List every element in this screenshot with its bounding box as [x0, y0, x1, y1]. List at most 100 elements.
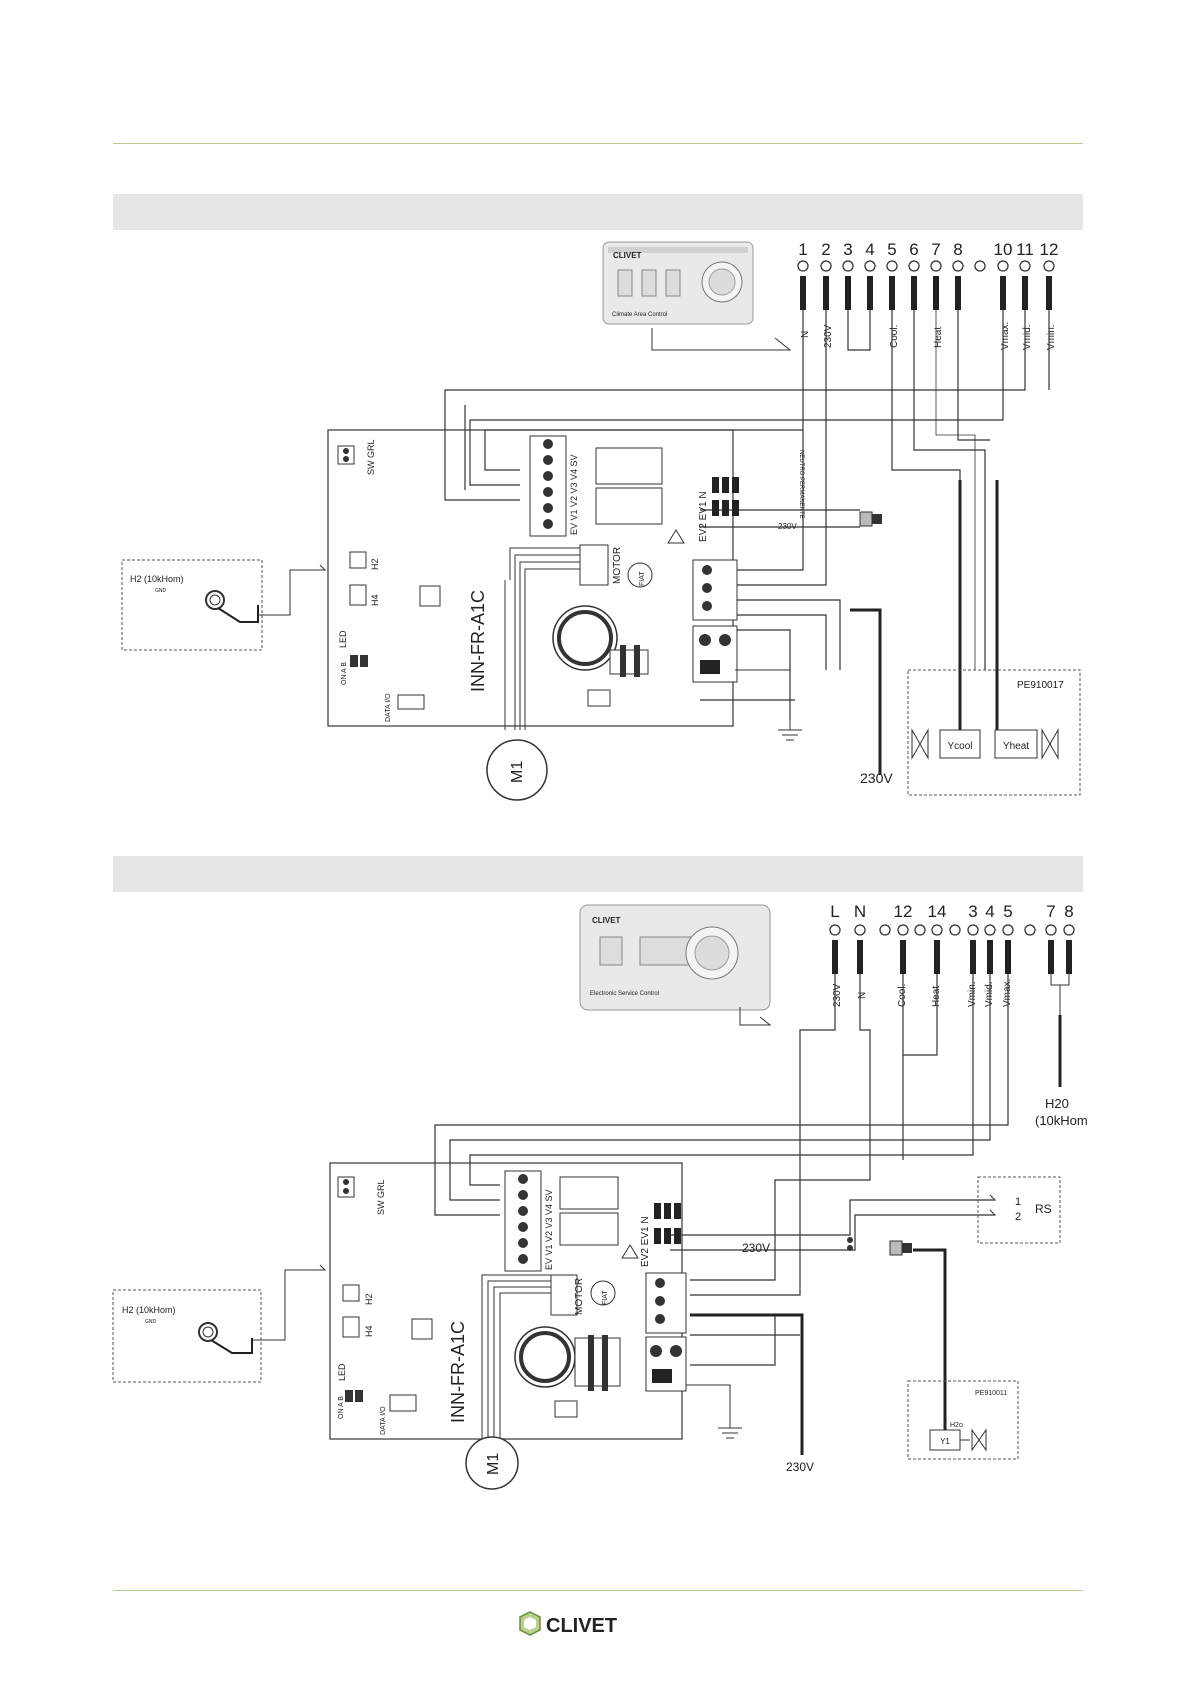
voltage-label-small: 230V: [778, 522, 797, 531]
heavy-wires-1: [850, 480, 999, 775]
cable-plug-2: [847, 1237, 912, 1256]
terminal-number: L: [830, 902, 839, 921]
h20-label: H20: [1045, 1096, 1069, 1111]
led-label: LED: [337, 1363, 347, 1381]
data-io-label: DATA I/O: [380, 1406, 387, 1435]
board-name: INN-FR-A1C: [448, 1321, 468, 1423]
terminal-number: 7: [1046, 902, 1055, 921]
h20-sensor: H20 (10kHom: [1035, 974, 1088, 1128]
controller-caption: Electronic Service Control: [590, 991, 659, 997]
control-board-1: SW GRL EV V1 V2 V3 V4 SV EV2 EV1 N H2 H4…: [327, 429, 739, 727]
controller-brand: CLIVET: [613, 251, 642, 260]
motor-label: MOTOR: [612, 547, 623, 584]
valve-sensor-label: H2o: [950, 1422, 963, 1429]
rs-label: RS: [1035, 1202, 1052, 1216]
terminal-number: 14: [928, 902, 947, 921]
board-name: INN-FR-A1C: [468, 590, 488, 692]
terminal-number: 8: [953, 240, 962, 259]
ne-row-label: EV2 EV1 N: [698, 491, 709, 542]
wires-1: [444, 310, 1050, 720]
v-row-label: EV V1 V2 V3 V4 SV: [569, 454, 579, 535]
terminal-number: 3: [968, 902, 977, 921]
terminal-number: 2: [821, 240, 830, 259]
footer-rule: [113, 1590, 1083, 1591]
label-230v: 230V: [832, 983, 843, 1007]
h4-label: H4: [364, 1325, 374, 1337]
header-rule: [113, 143, 1083, 144]
valve-kit-2: PE910011 H2o Y1: [907, 1380, 1019, 1460]
terminal-number: 11: [1016, 240, 1034, 259]
wall-controller-1: CLIVET Climate Area Control: [602, 241, 792, 351]
wires-2: [434, 974, 1009, 1366]
ground-symbol-2: [686, 1384, 742, 1439]
sensor-label: H2 (10kHom): [130, 574, 184, 584]
terminal-number: 8: [1064, 902, 1073, 921]
sw-grl-label: SW GRL: [376, 1179, 386, 1215]
label-cool: Cool.: [889, 325, 900, 348]
ground-symbol-1: [735, 669, 802, 741]
h2-label: H2: [370, 558, 380, 570]
rs-pin-2: 2: [1015, 1211, 1021, 1223]
controller-brand: CLIVET: [592, 916, 621, 925]
label-vmin: Vmin.: [1046, 324, 1057, 350]
valve-y1-label: Y1: [940, 1437, 950, 1446]
h4-label: H4: [370, 594, 380, 606]
voltage-label-small: 230V: [742, 1241, 770, 1255]
valve-kit-label: PE910011: [975, 1390, 1007, 1397]
wiring-diagram-2: CLIVET Electronic Service Control L N 12…: [112, 902, 1088, 1490]
dip-label: ON A B: [341, 662, 348, 685]
sensor-label: H2 (10kHom): [122, 1305, 176, 1315]
supply-voltage-label: 230V: [860, 770, 893, 786]
sensor-sub-label: GND: [155, 588, 167, 594]
sensor-box-2: H2 (10kHom) GND: [112, 1264, 327, 1383]
brand-logo: CLIVET: [519, 1611, 617, 1637]
terminal-number: N: [854, 902, 866, 921]
label-n: N: [800, 331, 811, 338]
dip-label: ON A B: [338, 1396, 345, 1419]
heavy-wires-2: [690, 1248, 947, 1455]
label-vmid: Vmid.: [1022, 324, 1033, 350]
sensor-sub-label: GND: [145, 1319, 157, 1325]
supply-voltage-label: 230V: [786, 1460, 814, 1474]
terminal-block-1: 1 2 3 4 5 6 7 8 10 11 12: [797, 240, 1059, 310]
label-230v: 230V: [823, 324, 834, 348]
section-band-1: [113, 194, 1083, 230]
terminal-number: 10: [994, 240, 1013, 259]
label-n: N: [857, 992, 868, 999]
sensor-box-1: H2 (10kHom) GND: [121, 559, 327, 651]
fiat-label: FIAT: [639, 571, 646, 586]
motor-label: MOTOR: [574, 1278, 585, 1315]
v-row-label: EV V1 V2 V3 V4 SV: [544, 1189, 554, 1270]
control-board-2: SW GRL EV V1 V2 V3 V4 SV EV2 EV1 N H2 H4…: [329, 1162, 687, 1440]
label-heat: Heat: [933, 327, 944, 348]
terminal-labels-2: 230V N Cool. Heat Vmin. Vmid. Vmax.: [832, 979, 1013, 1007]
h20-sub-label: (10kHom: [1035, 1113, 1088, 1128]
wall-controller-2: CLIVET Electronic Service Control: [579, 904, 772, 1026]
terminal-number: 12: [1040, 240, 1059, 259]
fan-motor-2: M1: [465, 1274, 551, 1490]
terminal-number: 12: [894, 902, 913, 921]
terminal-number: 1: [798, 240, 807, 259]
ne-row-label: EV2 EV1 N: [640, 1216, 651, 1267]
label-vmax: Vmax.: [1000, 322, 1011, 350]
terminal-number: 4: [865, 240, 874, 259]
cable-plug-1: [859, 511, 882, 527]
rs-pin-1: 1: [1015, 1196, 1021, 1208]
terminal-number: 5: [1003, 902, 1012, 921]
data-io-label: DATA I/O: [385, 693, 392, 722]
terminal-number: 7: [931, 240, 940, 259]
led-label: LED: [338, 630, 348, 648]
terminal-labels-1: N 230V Cool. Heat Vmax. Vmid. Vmin.: [800, 322, 1057, 350]
h2-label: H2: [364, 1293, 374, 1305]
section-band-2: [113, 856, 1083, 892]
motor-m1-label: M1: [485, 1453, 502, 1475]
valve-ycool-label: Ycool: [947, 741, 972, 752]
sw-grl-label: SW GRL: [366, 439, 376, 475]
wiring-diagram-1: CLIVET Climate Area Control 1 2 3 4 5 6 …: [121, 240, 1081, 801]
valve-kit-1: PE910017 Ycool Yheat: [907, 669, 1081, 796]
terminal-number: 5: [887, 240, 896, 259]
neutral-label: NEUTRO PERMANENTE: [798, 450, 804, 519]
valve-kit-label: PE910017: [1017, 680, 1064, 691]
valve-yheat-label: Yheat: [1003, 741, 1029, 752]
motor-m1-label: M1: [509, 761, 526, 783]
